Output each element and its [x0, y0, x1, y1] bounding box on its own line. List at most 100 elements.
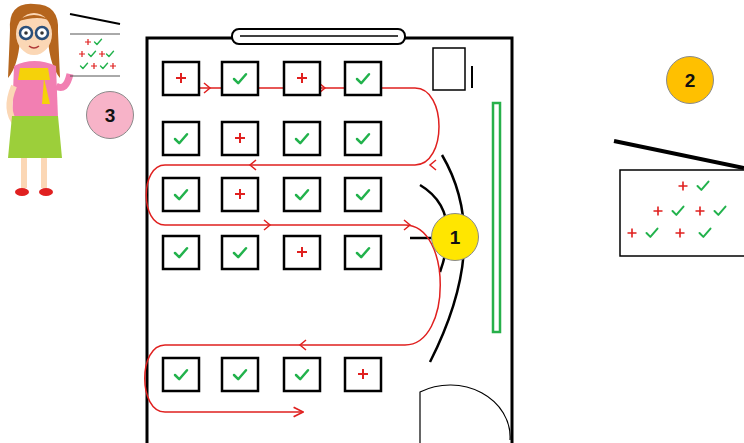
- arm: [56, 74, 70, 88]
- plus-mark: [297, 73, 307, 83]
- hand-board: [70, 14, 120, 24]
- check-mark: [101, 63, 108, 68]
- eye: [24, 31, 28, 35]
- callout-number: 1: [450, 228, 461, 247]
- results-board: [620, 170, 744, 256]
- door: [420, 385, 510, 443]
- route-arrow: [404, 220, 410, 230]
- route-arrow: [264, 220, 270, 230]
- desk: [284, 236, 320, 269]
- check-mark: [234, 248, 246, 257]
- plus-mark: [654, 207, 663, 216]
- check-mark: [296, 134, 308, 143]
- check-mark: [89, 51, 96, 56]
- route-arrows: [204, 83, 436, 350]
- desk: [163, 122, 199, 155]
- callout-circle: 3: [86, 91, 134, 139]
- scarf: [18, 68, 50, 80]
- plus-mark: [99, 51, 105, 57]
- skirt: [8, 116, 62, 158]
- check-mark: [234, 74, 246, 83]
- window-line: [240, 35, 398, 37]
- check-mark: [647, 229, 658, 237]
- leg: [21, 158, 27, 188]
- leg: [41, 158, 47, 188]
- mouth: [29, 46, 39, 48]
- check-mark: [698, 182, 709, 190]
- callout-number: 3: [105, 106, 116, 125]
- route-arrow: [430, 160, 436, 170]
- callout-circle: 1: [431, 213, 479, 261]
- plus-mark: [358, 369, 368, 379]
- check-mark: [357, 134, 369, 143]
- desk: [284, 358, 320, 391]
- desk: [284, 178, 320, 211]
- glasses: [20, 27, 32, 39]
- green-board: [493, 103, 500, 332]
- route-arrow: [250, 160, 256, 170]
- check-mark: [700, 229, 711, 237]
- room-walls: [147, 38, 512, 443]
- hand-board-marks: [79, 39, 116, 69]
- check-mark: [175, 370, 187, 379]
- shoe: [39, 188, 53, 196]
- window: [232, 29, 405, 44]
- teacher-desk: [433, 48, 465, 90]
- desk: [345, 358, 381, 391]
- desk: [222, 62, 258, 95]
- check-mark: [296, 190, 308, 199]
- check-mark: [107, 51, 114, 56]
- check-mark: [296, 370, 308, 379]
- shoe: [15, 188, 29, 196]
- wall: [147, 38, 512, 443]
- desk: [345, 178, 381, 211]
- desk: [222, 122, 258, 155]
- callout-number: 2: [685, 71, 696, 90]
- board-marks: [628, 182, 726, 238]
- walking-route: [145, 88, 441, 412]
- plus-mark: [110, 63, 116, 69]
- plus-mark: [676, 229, 685, 238]
- check-mark: [175, 248, 187, 257]
- scarf: [42, 78, 50, 104]
- desk: [163, 62, 199, 95]
- desk: [163, 358, 199, 391]
- check-mark: [357, 248, 369, 257]
- check-mark: [81, 63, 88, 68]
- plus-mark: [235, 189, 245, 199]
- board-pointer: [614, 141, 744, 168]
- plus-mark: [176, 73, 186, 83]
- shirt: [12, 61, 58, 118]
- hand-board: [70, 76, 120, 77]
- desk: [222, 236, 258, 269]
- fringe: [16, 15, 52, 22]
- desk: [345, 236, 381, 269]
- check-mark: [357, 74, 369, 83]
- desk: [284, 122, 320, 155]
- desk: [345, 62, 381, 95]
- check-mark: [175, 190, 187, 199]
- check-mark: [234, 370, 246, 379]
- check-mark: [673, 207, 684, 215]
- plus-mark: [679, 182, 688, 191]
- check-mark: [715, 207, 726, 215]
- desks: [163, 62, 381, 391]
- plus-mark: [628, 229, 637, 238]
- chair: [471, 66, 473, 88]
- route-arrow: [204, 83, 210, 93]
- callout-circle: 2: [666, 56, 714, 104]
- hand-board: [70, 34, 120, 35]
- plus-mark: [297, 247, 307, 257]
- desk: [222, 358, 258, 391]
- plus-mark: [696, 207, 705, 216]
- plus-mark: [91, 63, 97, 69]
- plus-mark: [85, 39, 91, 45]
- check-mark: [95, 39, 102, 44]
- check-mark: [175, 134, 187, 143]
- desk: [284, 62, 320, 95]
- glasses: [36, 27, 48, 39]
- check-mark: [357, 190, 369, 199]
- desk: [163, 236, 199, 269]
- route-arrow: [300, 340, 306, 350]
- face: [16, 13, 52, 55]
